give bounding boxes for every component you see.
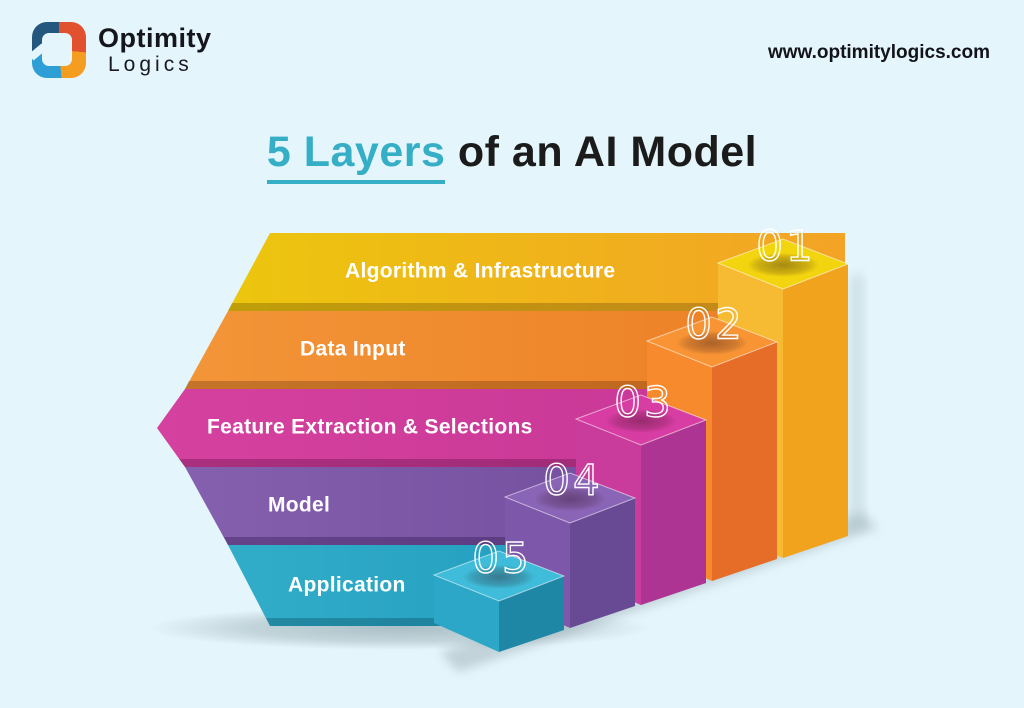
banner-fold-shadow (228, 303, 845, 311)
brand-name-line1: Optimity (98, 23, 212, 53)
cube-right-face (570, 498, 635, 628)
logo-mark-hole (42, 33, 72, 66)
cube-right-face (783, 264, 848, 558)
cube-number-shadow (676, 331, 748, 355)
banner-label-2: Data Input (300, 338, 406, 361)
title-highlight: 5 Layers (266, 128, 446, 184)
banner-layer-3: Feature Extraction & Selections (157, 389, 703, 467)
banner-label-3: Feature Extraction & Selections (207, 416, 533, 439)
brand-text: Optimity Logics (98, 23, 212, 76)
banner-fold-shadow (185, 381, 774, 389)
cube-number-shadow (463, 565, 535, 589)
cube-right-face (641, 420, 706, 605)
logo-mark-icon (28, 22, 86, 78)
cube-left-face (434, 575, 499, 652)
brand-logo: Optimity Logics (28, 22, 212, 78)
banner-label-4: Model (268, 494, 330, 517)
banner-fold-shadow (179, 459, 703, 467)
cube-05: 05 (432, 533, 566, 652)
cube-number-05: 05 (472, 534, 531, 583)
cube-number-01: 01 (756, 222, 815, 271)
website-url: www.optimitylogics.com (767, 42, 990, 63)
banner-shape (157, 389, 703, 467)
brand-name-line2: Logics (108, 53, 193, 76)
cube-number-04: 04 (543, 456, 602, 505)
column-right-shadow (850, 275, 864, 530)
banner-layer-1: Algorithm & Infrastructure (228, 233, 845, 311)
banner-label-5: Application (288, 574, 406, 597)
banner-label-1: Algorithm & Infrastructure (345, 260, 615, 283)
banner-shape (185, 311, 774, 389)
cube-number-shadow (605, 409, 677, 433)
cube-number-shadow (534, 487, 606, 511)
title-rest: of an AI Model (445, 128, 758, 176)
cube-number-02: 02 (685, 300, 744, 349)
page-title: 5 Layers of an AI Model (0, 128, 1024, 184)
cube-number-shadow (747, 253, 819, 277)
banner-layer-2: Data Input (185, 311, 774, 389)
cube-number-03: 03 (614, 378, 673, 427)
cube-right-face (712, 342, 777, 581)
banner-shape (228, 233, 845, 311)
